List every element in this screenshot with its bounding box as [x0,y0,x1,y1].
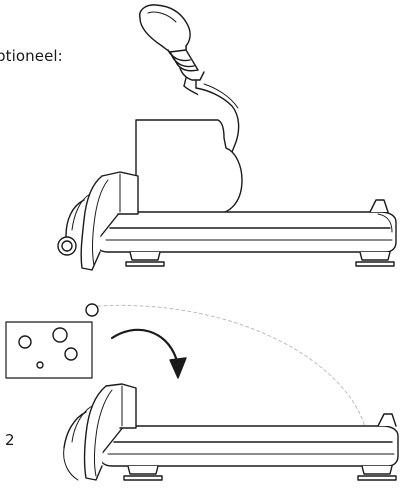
step-number: 2 [5,431,15,449]
dropping-piece [86,304,98,316]
lower-guard [64,384,136,480]
slicer-base [96,200,396,252]
optional-label: ptioneel: [0,47,63,65]
slicer-base-icon [6,304,398,480]
pusher-handle [140,5,204,88]
slicer-with-food-pusher-icon [58,5,396,270]
slicer-guard [58,172,138,270]
lower-feet [124,466,396,480]
food-block [136,120,242,214]
trajectory-dashed-line [98,305,368,440]
cheese-block-icon [6,322,92,378]
curved-arrow-icon [112,330,186,378]
slicer-feet [126,252,394,266]
lower-base [100,414,398,466]
